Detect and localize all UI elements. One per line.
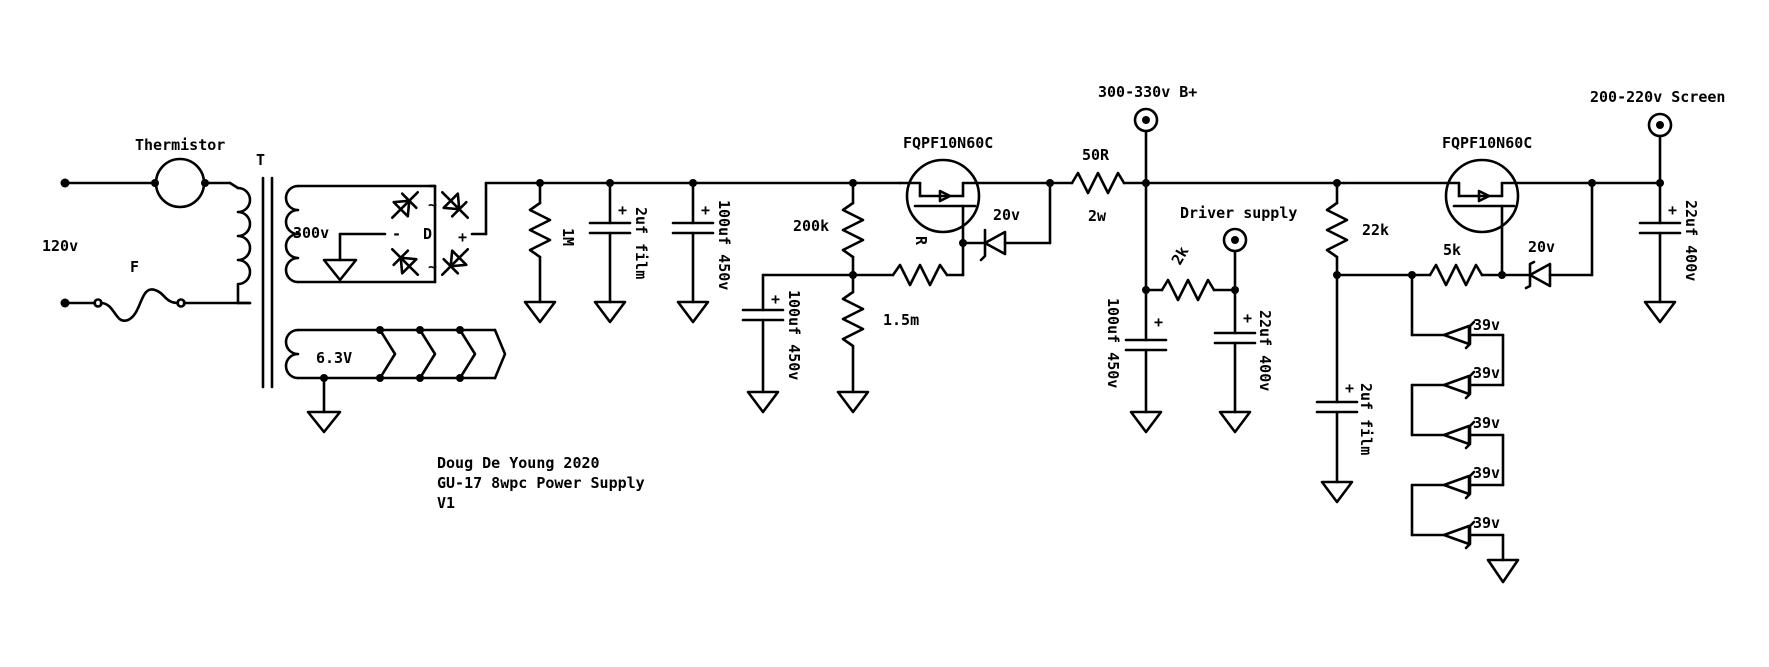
plus-sign: + xyxy=(1668,201,1677,219)
r-22k-label: 22k xyxy=(1362,221,1389,239)
cap-film-1: + 2uf film xyxy=(588,179,650,324)
zener1-label: 20v xyxy=(993,206,1020,224)
rectifier-label: D xyxy=(423,225,432,243)
bridge-pos-label: + xyxy=(458,228,467,246)
secondary-hv-label: 300v xyxy=(293,224,329,242)
bridge-ac2-label: ~ xyxy=(428,258,437,276)
driver-supply-label: Driver supply xyxy=(1180,204,1297,222)
cap-ref1-label: 100uf 450v xyxy=(785,290,803,380)
bridge-ac1-label: ~ xyxy=(428,196,437,214)
heater-filaments xyxy=(376,326,507,382)
zener2-label: 20v xyxy=(1528,238,1555,256)
cap1-label: 2uf film xyxy=(632,207,650,279)
bridge-rectifier: D - + ~ ~ xyxy=(322,181,488,284)
cap-screen-label: 22uf 400v xyxy=(1682,200,1700,281)
r-gate-label: R xyxy=(912,236,930,246)
cap-driver-label: 22uf 400v xyxy=(1256,310,1274,391)
bplus-label: 300-330v B+ xyxy=(1098,83,1197,101)
r-200k-label: 200k xyxy=(793,217,829,235)
plus-sign: + xyxy=(771,290,780,308)
cap-reservoir-1: + 100uf 450v xyxy=(671,179,733,324)
zener-2: 20v xyxy=(1500,179,1596,290)
r-50r-label: 50R xyxy=(1082,146,1110,164)
secondary-heater-label: 6.3V xyxy=(316,349,352,367)
zener-string-label: 39v xyxy=(1473,414,1500,432)
r-5k-label: 5k xyxy=(1443,241,1461,259)
r-50r-power-label: 2w xyxy=(1088,207,1107,225)
zener-string-label: 39v xyxy=(1473,514,1500,532)
bplus-terminal: 300-330v B+ + 100uf 450v xyxy=(1098,83,1197,434)
bleeder-resistor: 1M xyxy=(523,179,577,324)
gate-divider: 200k 1.5m + 100uf 450v R xyxy=(741,179,967,414)
bleeder-label: 1M xyxy=(559,228,577,246)
r-5k: 5k xyxy=(1410,241,1506,287)
plus-sign: + xyxy=(1345,379,1354,397)
driver-supply: 2k Driver supply + 22uf 400v xyxy=(1144,204,1297,434)
zener-string: 39v 39v 39v 39v 39v xyxy=(1410,273,1520,584)
plus-sign: + xyxy=(618,201,627,219)
r-2k-label: 2k xyxy=(1168,243,1193,268)
input-voltage-label: 120v xyxy=(42,237,78,255)
fuse: F xyxy=(93,258,252,322)
r-50r: 50R 2w xyxy=(1048,146,1346,225)
zener-string-label: 39v xyxy=(1473,464,1500,482)
zener-1: 20v xyxy=(961,181,1052,262)
plus-sign: + xyxy=(1243,309,1252,327)
plus-sign: + xyxy=(1154,313,1163,331)
screen-output: 200-220v Screen + 22uf 400v xyxy=(1590,88,1725,324)
screen-label: 200-220v Screen xyxy=(1590,88,1725,106)
transformer: T 300v 6.3V xyxy=(228,151,497,434)
mosfet1-label: FQPF10N60C xyxy=(903,134,993,152)
title-author: Doug De Young 2020 xyxy=(437,454,600,472)
screen-divider: 22k + 2uf film xyxy=(1315,179,1416,504)
mosfet-1: FQPF10N60C xyxy=(898,134,1054,245)
cap-bplus-label: 100uf 450v xyxy=(1104,298,1122,388)
zener-string-label: 39v xyxy=(1473,364,1500,382)
plus-sign: + xyxy=(701,201,710,219)
cap2-label: 100uf 450v xyxy=(715,200,733,290)
title-version: V1 xyxy=(437,494,455,512)
mains-input: 120v xyxy=(42,178,157,308)
transformer-label: T xyxy=(256,151,265,169)
mosfet2-label: FQPF10N60C xyxy=(1442,134,1532,152)
fuse-label: F xyxy=(130,258,139,276)
r-1-5m-label: 1.5m xyxy=(883,311,919,329)
thermistor: Thermistor xyxy=(135,136,232,209)
thermistor-label: Thermistor xyxy=(135,136,225,154)
cap-film2-label: 2uf film xyxy=(1357,383,1375,455)
title-block: Doug De Young 2020 GU-17 8wpc Power Supp… xyxy=(437,454,645,512)
mosfet-2: FQPF10N60C xyxy=(1342,134,1662,277)
title-project: GU-17 8wpc Power Supply xyxy=(437,474,645,492)
bridge-neg-label: - xyxy=(392,225,401,243)
zener-string-label: 39v xyxy=(1473,316,1500,334)
